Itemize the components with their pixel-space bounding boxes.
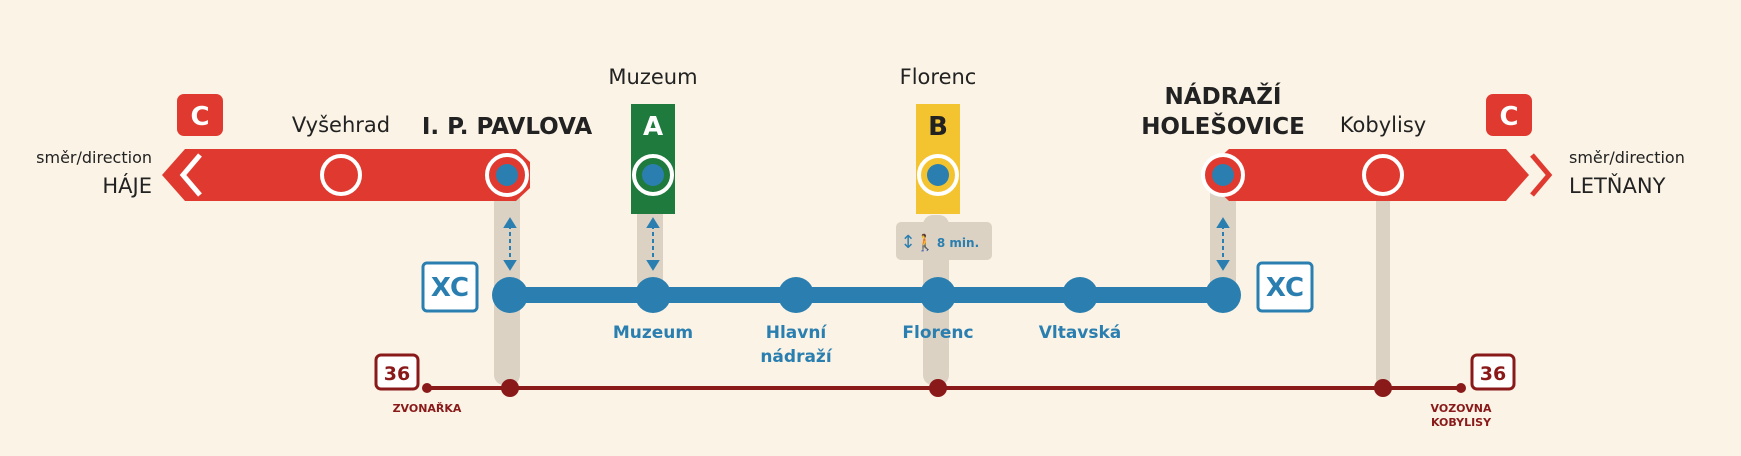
xc-station-ip-pavlova [492, 277, 528, 313]
xc-label-hlavni-1: Hlavní [766, 323, 828, 343]
label-vysehrad: Vyšehrad [292, 113, 390, 137]
xc-badge-right-label: XC [1266, 273, 1304, 303]
station-ip-pavlova-core [496, 164, 518, 186]
station-kobylisy [1362, 154, 1404, 196]
tram-end-left [422, 383, 432, 393]
direction-left-name: HÁJE [102, 173, 152, 198]
label-nadrazi-holesovice-2: HOLEŠOVICE [1141, 112, 1305, 140]
metro-c-badge-left-label: C [190, 102, 209, 132]
metro-b-badge-label: B [928, 112, 948, 142]
walk-person-icon: 🚶 [915, 233, 935, 252]
xc-label-hlavni-2: nádraží [760, 347, 832, 367]
xc-station-vltavska [1062, 277, 1098, 313]
xc-label-florenc: Florenc [902, 323, 973, 343]
tram-stop-florenc [929, 379, 947, 397]
label-kobylisy: Kobylisy [1340, 113, 1426, 137]
tram-badge-right [1470, 353, 1516, 391]
label-muzeum-top: Muzeum [608, 65, 697, 89]
walk-time-label: 8 min. [937, 236, 979, 250]
tram-terminus-right-2: KOBYLISY [1431, 416, 1492, 429]
tram-badge-left-label: 36 [384, 363, 410, 385]
metro-c-badge-right-label: C [1499, 102, 1518, 132]
tram-stop-kobylisy [1374, 379, 1392, 397]
xc-station-muzeum [635, 277, 671, 313]
xc-label-vltavska: Vltavská [1039, 323, 1122, 343]
label-florenc-top: Florenc [900, 65, 977, 89]
xc-station-hlavni-nadrazi [778, 277, 814, 313]
xc-badge-left-label: XC [431, 273, 469, 303]
xc-badge-right [1256, 261, 1314, 313]
direction-right-name: LETŇANY [1569, 173, 1666, 198]
direction-left-prefix: směr/direction [36, 148, 152, 167]
label-ip-pavlova: I. P. PAVLOVA [422, 114, 592, 140]
xc-station-holesovice [1205, 277, 1241, 313]
metro-c-badge-left [177, 94, 223, 136]
tram-terminus-right-1: VOZOVNA [1431, 402, 1492, 415]
station-vysehrad [320, 154, 362, 196]
xc-station-florenc [920, 277, 956, 313]
tram-badge-left [374, 353, 420, 391]
walk-arrows-icon: ↕ [900, 232, 915, 253]
tram-end-right [1456, 383, 1466, 393]
tram-badge-right-label: 36 [1480, 363, 1506, 385]
connector-kobylisy [1376, 175, 1390, 385]
station-nadrazi-holesovice-core [1212, 164, 1234, 186]
tram-stop-ip-pavlova [501, 379, 519, 397]
xc-label-muzeum: Muzeum [613, 323, 693, 343]
walk-time-badge: ↕ 🚶 8 min. [896, 222, 992, 260]
label-nadrazi-holesovice-1: NÁDRAŽÍ [1165, 82, 1282, 110]
tram-terminus-left: ZVONAŘKA [393, 402, 462, 415]
transfer-arrows [503, 217, 1230, 271]
station-florenc-b-core [927, 164, 949, 186]
direction-right-prefix: směr/direction [1569, 148, 1685, 167]
xc-badge-left [421, 261, 479, 313]
metro-c-badge-right [1486, 94, 1532, 136]
metro-a-badge-label: A [643, 112, 663, 142]
station-muzeum-a-core [642, 164, 664, 186]
